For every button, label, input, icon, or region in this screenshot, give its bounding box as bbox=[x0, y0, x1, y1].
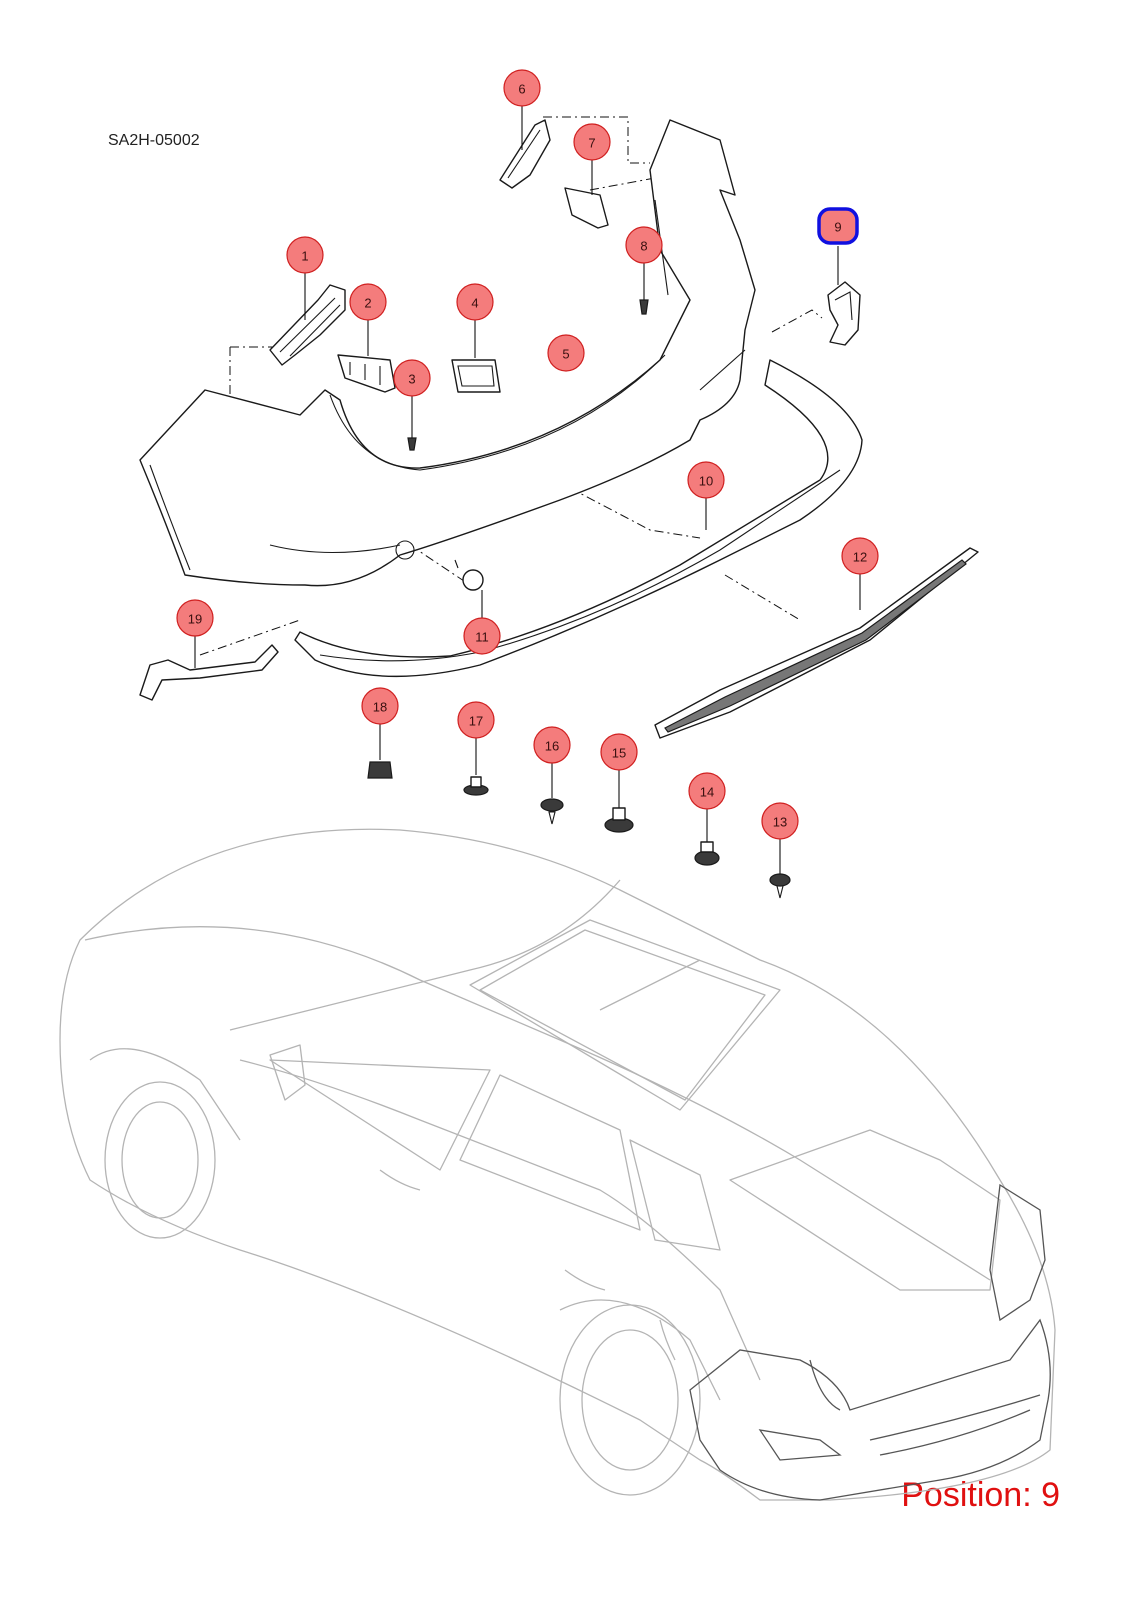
svg-text:11: 11 bbox=[475, 630, 489, 645]
assembly-lines bbox=[199, 116, 823, 656]
svg-text:7: 7 bbox=[588, 136, 595, 151]
part-1-bracket bbox=[269, 268, 346, 366]
svg-text:10: 10 bbox=[699, 474, 713, 489]
svg-text:3: 3 bbox=[408, 372, 415, 387]
marker-10[interactable]: 10 bbox=[687, 461, 725, 499]
marker-3[interactable]: 3 bbox=[393, 359, 431, 397]
part-17-bolt bbox=[463, 736, 489, 796]
marker-16[interactable]: 16 bbox=[533, 726, 571, 764]
marker-11[interactable]: 11 bbox=[463, 617, 501, 655]
part-2-mount bbox=[337, 315, 396, 393]
marker-1[interactable]: 1 bbox=[286, 236, 324, 274]
svg-text:18: 18 bbox=[373, 700, 387, 715]
part-7-support bbox=[564, 156, 609, 229]
marker-9[interactable]: 9 bbox=[817, 207, 859, 245]
svg-text:14: 14 bbox=[700, 785, 714, 800]
part-9-side-bracket bbox=[827, 246, 861, 346]
part-10-lower-trim bbox=[294, 359, 863, 678]
svg-text:1: 1 bbox=[301, 249, 308, 264]
part-4-pad bbox=[451, 320, 501, 393]
svg-text:9: 9 bbox=[834, 220, 841, 235]
marker-8[interactable]: 8 bbox=[625, 226, 663, 264]
svg-text:12: 12 bbox=[853, 550, 867, 565]
marker-19[interactable]: 19 bbox=[176, 599, 214, 637]
marker-7[interactable]: 7 bbox=[573, 123, 611, 161]
part-3-clip bbox=[407, 392, 417, 451]
marker-6[interactable]: 6 bbox=[503, 69, 541, 107]
marker-5[interactable]: 5 bbox=[547, 334, 585, 372]
reference-vehicle bbox=[59, 828, 1056, 1501]
part-15-push-rivet bbox=[604, 768, 634, 833]
marker-13[interactable]: 13 bbox=[761, 802, 799, 840]
fasteners bbox=[367, 722, 791, 899]
svg-text:2: 2 bbox=[364, 296, 371, 311]
svg-text:17: 17 bbox=[469, 714, 483, 729]
svg-text:15: 15 bbox=[612, 746, 626, 761]
svg-text:5: 5 bbox=[562, 347, 569, 362]
svg-text:16: 16 bbox=[545, 739, 559, 754]
part-12-diffuser bbox=[654, 547, 979, 739]
marker-2[interactable]: 2 bbox=[349, 283, 387, 321]
marker-12[interactable]: 12 bbox=[841, 537, 879, 575]
svg-text:13: 13 bbox=[773, 815, 787, 830]
svg-text:19: 19 bbox=[188, 612, 202, 627]
part-18-clip-nut bbox=[367, 722, 393, 779]
marker-14[interactable]: 14 bbox=[688, 772, 726, 810]
part-16-screw bbox=[540, 762, 564, 825]
svg-text:4: 4 bbox=[471, 296, 478, 311]
svg-text:8: 8 bbox=[640, 239, 647, 254]
marker-4[interactable]: 4 bbox=[456, 283, 494, 321]
diagram-code: SA2H-05002 bbox=[108, 132, 200, 149]
part-6-bracket bbox=[499, 102, 551, 189]
part-13-screw bbox=[769, 838, 791, 899]
part-14-nut bbox=[694, 808, 720, 866]
part-5-bumper-cover bbox=[139, 119, 756, 587]
part-19-corner-bracket bbox=[139, 636, 279, 701]
marker-17[interactable]: 17 bbox=[457, 701, 495, 739]
marker-18[interactable]: 18 bbox=[361, 687, 399, 725]
part-8-pin bbox=[639, 262, 649, 315]
marker-15[interactable]: 15 bbox=[600, 733, 638, 771]
svg-text:6: 6 bbox=[518, 82, 525, 97]
position-markers: 1 2 3 4 5 6 7 8 9 10 11 12 13 14 15 16 1… bbox=[176, 69, 879, 840]
